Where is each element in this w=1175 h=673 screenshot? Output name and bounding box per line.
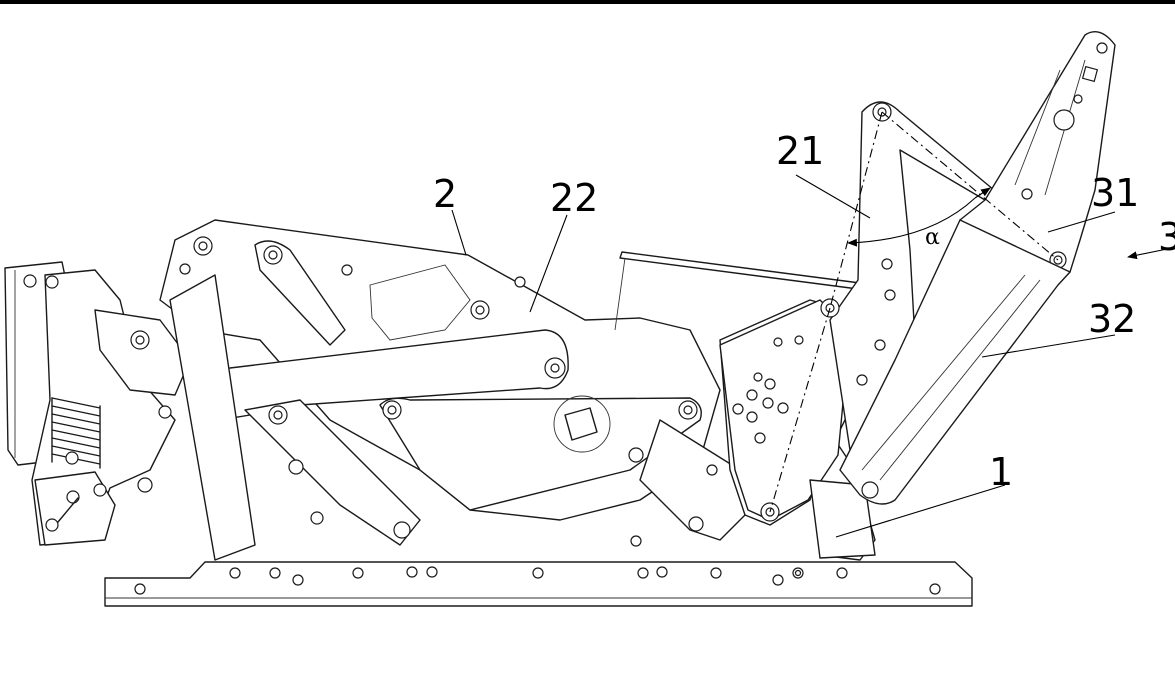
base-rail-holes bbox=[134, 566, 941, 595]
ref-3: 3 bbox=[1158, 215, 1175, 259]
linkage-bars bbox=[169, 240, 761, 561]
top-border-rule bbox=[0, 0, 1175, 4]
ref-22: 22 bbox=[550, 176, 598, 220]
backrest-frame bbox=[839, 31, 1116, 505]
rear-plate-holes bbox=[732, 335, 804, 522]
ref-31: 31 bbox=[1091, 171, 1139, 215]
ref-21: 21 bbox=[776, 129, 824, 173]
base-rail bbox=[104, 561, 973, 607]
footrest-assembly bbox=[4, 261, 191, 546]
reference-numerals: 2 22 21 31 3 32 1 α bbox=[433, 129, 1175, 494]
ref-2: 2 bbox=[433, 172, 457, 216]
angle-alpha-label: α bbox=[925, 225, 940, 250]
leader-lines bbox=[451, 174, 1173, 538]
ref-32: 32 bbox=[1088, 297, 1136, 341]
bracket-holes bbox=[856, 258, 896, 386]
ref-1: 1 bbox=[989, 450, 1013, 494]
return-spring bbox=[51, 397, 101, 469]
